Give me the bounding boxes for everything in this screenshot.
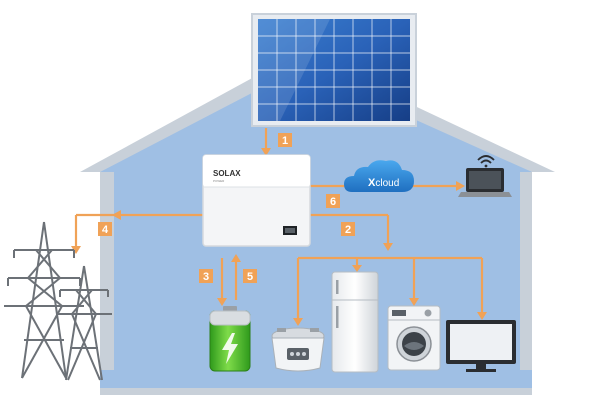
cloud-icon: Xcloud xyxy=(344,160,414,192)
step-label-5: 5 xyxy=(247,271,253,283)
wifi-icon xyxy=(477,155,495,168)
washing-machine-icon xyxy=(387,305,441,371)
rice-cooker-icon xyxy=(271,327,325,372)
cloud-label-x: X xyxy=(368,177,376,189)
step-label-6: 6 xyxy=(330,196,336,208)
step-label-1: 1 xyxy=(282,135,288,147)
solar-panel-icon xyxy=(251,13,417,127)
battery-icon xyxy=(209,306,251,372)
step-badge-2: 2 xyxy=(341,222,355,236)
flow-lines xyxy=(74,128,484,322)
inverter-sub: POWER xyxy=(213,179,225,183)
step-label-4: 4 xyxy=(102,224,109,236)
laptop-icon xyxy=(458,168,512,197)
house-floor-band xyxy=(100,388,532,395)
step-badge-1: 1 xyxy=(278,133,292,147)
step-badges: 1 2 3 4 5 6 xyxy=(98,133,355,283)
step-badge-3: 3 xyxy=(199,269,213,283)
cloud-label-rest: cloud xyxy=(375,178,399,189)
cloud-label: Xcloud xyxy=(368,177,399,189)
tv-monitor-icon xyxy=(446,320,516,372)
flow-arrowheads xyxy=(71,148,487,326)
step-label-3: 3 xyxy=(203,271,209,283)
step-badge-4: 4 xyxy=(98,222,112,236)
inverter-icon: SOLAX POWER xyxy=(202,154,311,247)
inverter-brand: SOLAX xyxy=(213,169,241,178)
step-label-2: 2 xyxy=(345,224,351,236)
step-badge-5: 5 xyxy=(243,269,257,283)
step-badge-6: 6 xyxy=(326,194,340,208)
power-tower-icon xyxy=(4,221,112,381)
refrigerator-icon xyxy=(331,271,379,373)
